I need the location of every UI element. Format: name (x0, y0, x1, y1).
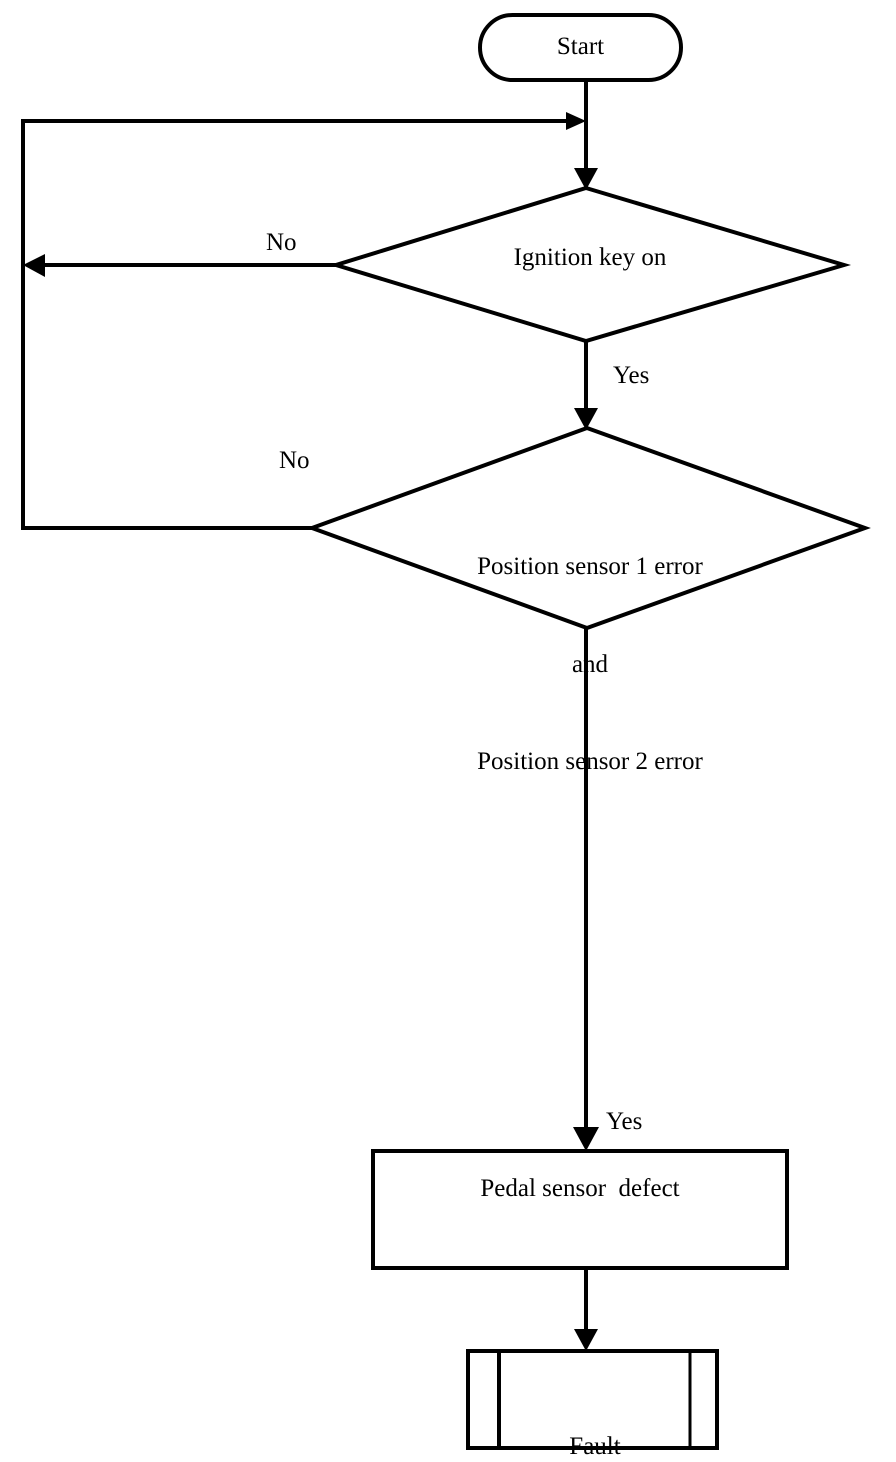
arrowhead-decision-ignition-no (23, 254, 45, 277)
edge-decision-sensors-yes (573, 628, 599, 1151)
arrowhead-to-decision-sensors (574, 408, 598, 430)
edge-process-to-fault (574, 1268, 598, 1351)
arrowhead-to-process-defect (573, 1127, 599, 1151)
node-decision-sensors (306, 425, 871, 631)
edge-loop-return (21, 112, 586, 530)
arrowhead-to-decision-ignition (574, 168, 598, 190)
node-decision-ignition (329, 185, 852, 344)
arrowhead-loop-return (566, 112, 586, 130)
node-start (478, 13, 683, 82)
edge-decision-ignition-no (23, 254, 336, 277)
node-process-defect (371, 1149, 789, 1270)
arrowhead-to-fault-processing (574, 1329, 598, 1351)
edge-start-to-decision-ignition (574, 80, 598, 190)
node-fault-processing (466, 1349, 719, 1450)
edge-decision-ignition-yes (574, 341, 598, 430)
